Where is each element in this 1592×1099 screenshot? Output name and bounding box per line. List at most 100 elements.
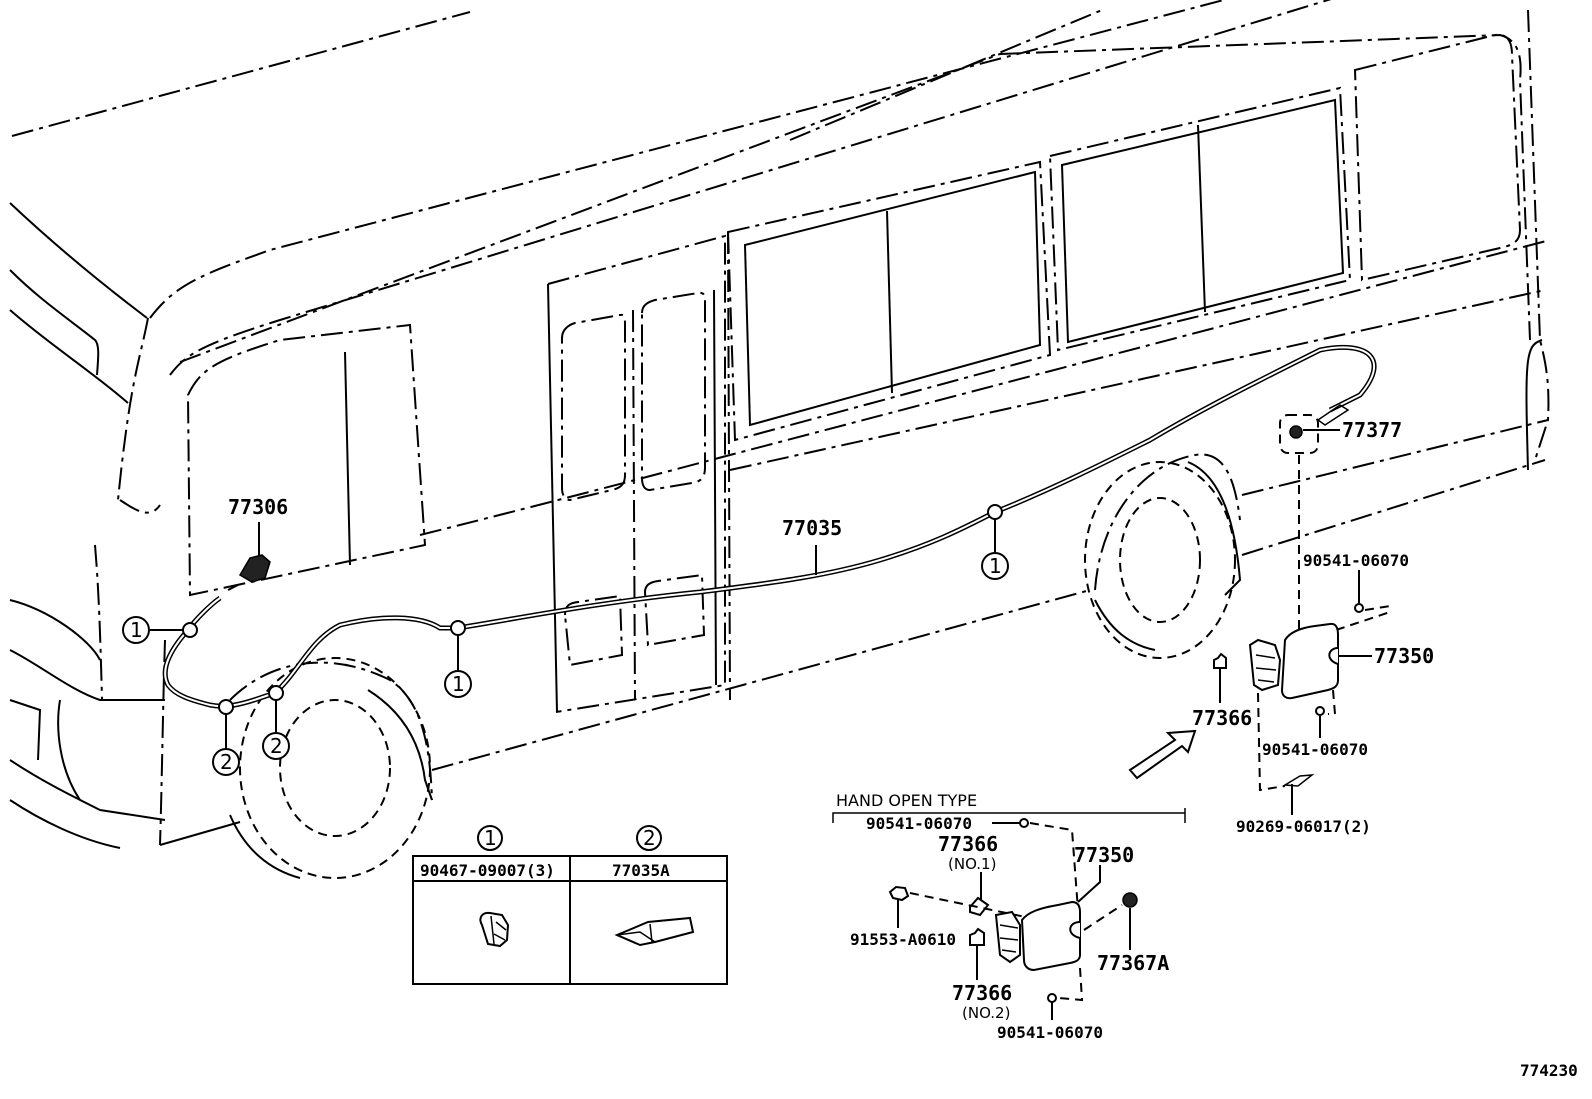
front-window-divider	[344, 351, 351, 566]
fuel-door-assembly: 90541-06070 77350 77366 90541-06070 9026…	[1192, 551, 1434, 836]
front-rocker	[159, 821, 241, 846]
side-window-2-frame	[1060, 98, 1345, 344]
hand-bottom-nut-label: 90541-06070	[997, 1023, 1103, 1042]
clamp-marker-2-a	[212, 748, 240, 776]
clamp-marker-1-a-text: 1	[130, 618, 143, 642]
front-wheel-rim	[279, 699, 391, 837]
top-nut-assembly-line	[1364, 605, 1391, 611]
hand-top-nut-assembly-line	[1029, 822, 1079, 911]
headlamp-edge	[57, 699, 81, 801]
clamp-marker-2-a-text: 2	[220, 750, 233, 774]
front-tire	[239, 657, 431, 879]
hand-door-label: 77350	[1074, 843, 1134, 867]
hand-spring-no2-label: 77366	[952, 981, 1012, 1005]
waist-line-lower	[729, 289, 1546, 471]
hand-spring-no1-label: 77366	[938, 832, 998, 856]
front-roof-line	[9, 202, 148, 319]
front-lower-line	[9, 799, 121, 849]
cable-label: 77035	[782, 516, 842, 540]
door-right-upper-panel	[641, 291, 706, 492]
a-pillar	[117, 317, 149, 501]
lever-icon	[238, 554, 271, 583]
side-window-block-2	[1048, 86, 1352, 352]
hand-open-type-bracket	[832, 808, 1186, 823]
bottom-nut-label: 90541-06070	[1262, 740, 1368, 759]
clamp-detail	[616, 923, 656, 943]
hand-spring-no1-icon	[969, 896, 990, 917]
hand-cap-label: 77367A	[1097, 951, 1169, 975]
front-tire-bottom	[229, 814, 301, 879]
fuel-door-icon	[1280, 622, 1339, 700]
hand-top-nut-label: 90541-06070	[866, 814, 972, 833]
legend-marker-1-text: 1	[484, 826, 497, 850]
door-split	[632, 309, 636, 701]
clamp-node	[218, 699, 234, 715]
clamp-marker-1-c	[981, 552, 1009, 580]
clamp-node	[182, 622, 198, 638]
rear-tire-bottom	[1094, 599, 1156, 651]
front-corner	[119, 499, 161, 514]
front-visor-line	[9, 269, 100, 376]
bus-body-outline	[9, 0, 1551, 879]
clamp-marker-1-b	[444, 670, 472, 698]
top-nut-icon	[1354, 603, 1364, 613]
hand-screw-icon	[888, 885, 910, 902]
hand-bottom-nut-icon	[1047, 993, 1057, 1003]
top-nut-label: 90541-06070	[1303, 551, 1409, 570]
rear-fender-flare	[1187, 461, 1242, 596]
screw-assembly-line	[1257, 692, 1286, 792]
screw-label: 90269-06017(2)	[1236, 817, 1371, 836]
spring-icon	[1213, 652, 1227, 669]
legend-marker-2-text: 2	[643, 826, 656, 850]
side-window-1-frame	[743, 170, 1042, 427]
side-window-block-1	[726, 160, 1052, 442]
front-bumper-lower	[9, 759, 166, 821]
hand-screw-label: 91553-A0610	[850, 930, 956, 949]
clamp-markers: 1 1 1 2 2	[122, 504, 1009, 776]
grille-side	[9, 699, 42, 761]
front-fender-flare	[367, 689, 433, 801]
lock-icon	[1289, 425, 1303, 439]
bottom-nut-icon	[1315, 706, 1325, 716]
clamp-marker-1-a	[122, 616, 150, 644]
upper-belt	[179, 33, 1531, 363]
legend-part-1: 90467-09007(3)	[420, 861, 555, 880]
lever-label: 77306	[228, 495, 288, 519]
clamp-marker-2-b	[262, 732, 290, 760]
rear-wheel-arch	[1094, 453, 1241, 591]
legend-part-2: 77035A	[612, 861, 670, 880]
front-upper-line	[9, 309, 129, 404]
clamp-body	[614, 916, 695, 947]
door-right-lower-panel	[643, 573, 706, 647]
front-edge-dash	[94, 544, 103, 701]
legend-marker-2	[636, 825, 662, 851]
grille-top	[9, 599, 101, 661]
rocker-rear-lower	[1241, 459, 1546, 556]
hand-spring-no1-note: (NO.1)	[948, 855, 996, 873]
hand-cap-assembly-line	[1083, 904, 1123, 931]
hand-spring-no2-note: (NO.2)	[962, 1004, 1010, 1022]
side-window-2-divider	[1197, 124, 1206, 313]
screw-icon	[1282, 774, 1315, 787]
lock-housing	[1279, 414, 1319, 454]
rear-tire	[1084, 461, 1236, 659]
hand-hinge-detail	[999, 924, 1019, 953]
clamp-node	[450, 620, 466, 636]
door-left-upper-panel	[561, 313, 626, 502]
belt-inner	[169, 0, 1332, 376]
hand-fuel-door-icon	[1020, 900, 1081, 972]
door-pillar	[713, 289, 717, 686]
opener-lever-part: 77306	[228, 495, 288, 583]
hand-cap-icon	[1122, 892, 1138, 908]
hand-door-leader	[1077, 865, 1101, 903]
hand-open-type-section: HAND OPEN TYPE 90541-06070 77366 (NO.1) …	[832, 791, 1186, 1042]
clamp-clip-icon	[479, 911, 510, 948]
spring-label: 77366	[1192, 706, 1252, 730]
door-assembly-line	[1335, 611, 1391, 631]
door-frame	[547, 234, 726, 713]
waist-line	[419, 239, 1551, 536]
fuel-lid-lock-part: 77377	[1279, 404, 1402, 630]
front-bumper-upper	[9, 649, 165, 701]
hinge-icon	[1248, 638, 1282, 692]
clamp-node	[987, 504, 1003, 520]
